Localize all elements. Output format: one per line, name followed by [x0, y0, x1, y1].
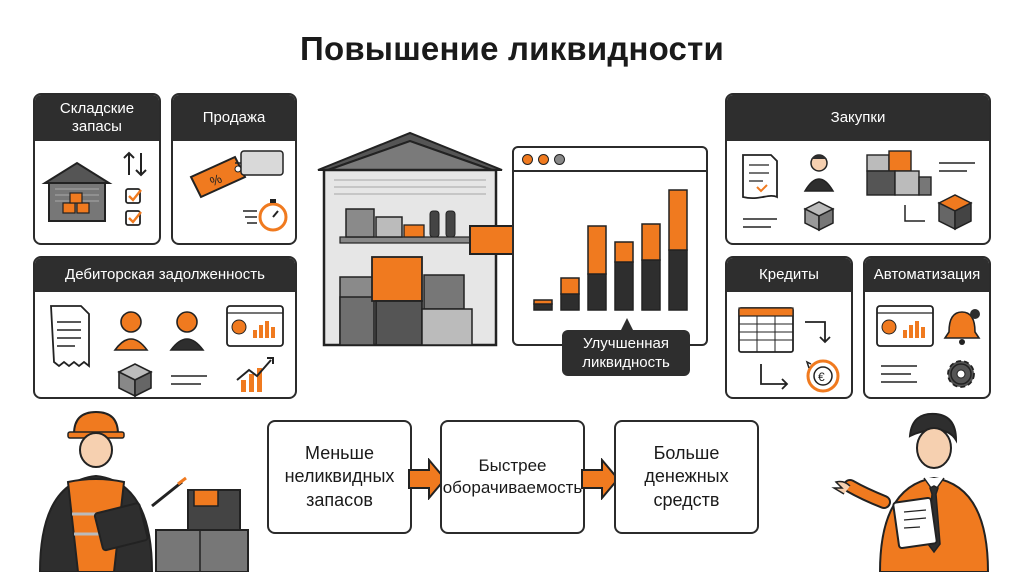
window-dot-icon — [522, 153, 533, 165]
businessman-figure — [831, 412, 990, 572]
chart-bar-top — [533, 299, 553, 305]
chart-bar-base — [560, 293, 580, 311]
boxes-icon — [155, 489, 249, 572]
improved-liquidity-callout: Улучшенная ликвидность — [562, 330, 690, 376]
card-receivables-header: Дебиторская задолженность — [35, 258, 295, 292]
card-sales: Продажа % — [171, 93, 297, 245]
receivables-illustration — [50, 305, 284, 397]
central-warehouse-illustration — [317, 131, 503, 347]
checkbox-icon — [125, 188, 142, 226]
flow-step-label: Меньше неликвидных запасов — [284, 442, 395, 510]
sales-illustration: % — [189, 150, 288, 232]
page-title: Повышение ликвидности — [300, 30, 724, 67]
box-icon — [937, 194, 973, 231]
flow-arrow-icon — [581, 458, 620, 500]
flow-step-less-illiquid-stock: Меньше неликвидных запасов — [267, 420, 412, 534]
card-credits: Кредиты € — [725, 256, 853, 399]
flow-step-label: Больше денежных средств — [644, 442, 729, 510]
warehouse-icon — [41, 161, 113, 222]
worker-figure — [38, 410, 187, 572]
flow-step-more-cash: Больше денежных средств — [614, 420, 759, 534]
card-purchases-header: Закупки — [727, 95, 989, 141]
price-tag-icon: % — [189, 150, 284, 199]
bell-icon — [943, 309, 981, 345]
chart-bar-top — [560, 277, 580, 295]
arrows-up-down-icon — [123, 151, 147, 177]
chart-bar-base — [533, 303, 553, 311]
chart-bar-top — [668, 189, 688, 251]
dashboard-icon — [226, 305, 284, 347]
chart-bar-top — [587, 225, 607, 275]
spreadsheet-icon — [738, 307, 794, 353]
card-credits-header: Кредиты — [727, 258, 851, 292]
credits-illustration: € — [738, 307, 840, 393]
card-receivables: Дебиторская задолженность — [33, 256, 297, 399]
gear-icon — [947, 360, 975, 388]
chart-window-titlebar — [514, 148, 706, 172]
dashboard-icon — [876, 305, 934, 347]
card-automation: Автоматизация — [863, 256, 991, 399]
growth-chart-icon — [236, 357, 274, 392]
card-warehouse-stock-label: Складские запасы — [59, 100, 135, 135]
improved-liquidity-label: Улучшенная ликвидность — [582, 334, 670, 372]
chart-bar-base — [614, 261, 634, 311]
purchases-illustration — [742, 150, 975, 232]
card-sales-header: Продажа — [173, 95, 295, 141]
automation-illustration — [876, 305, 981, 388]
euro-cycle-icon: € — [805, 359, 840, 393]
chart-window — [512, 146, 708, 346]
box-icon — [117, 363, 153, 397]
chart-bar-top — [641, 223, 661, 261]
boxes-icon — [866, 150, 932, 196]
card-purchases: Закупки — [725, 93, 991, 245]
warehouse-worker-illustration — [38, 410, 249, 572]
card-automation-label: Автоматизация — [873, 266, 981, 283]
chart-bar-base — [641, 259, 661, 311]
box-icon — [803, 201, 835, 232]
svg-text:€: € — [818, 370, 825, 384]
flow-arrow-icon — [408, 458, 447, 500]
card-warehouse-stock: Складские запасы — [33, 93, 161, 245]
card-credits-label: Кредиты — [759, 266, 819, 283]
businessman-illustration — [831, 412, 990, 572]
document-icon — [742, 154, 778, 200]
callout-pointer — [621, 318, 633, 330]
chart-bar-base — [668, 249, 688, 311]
window-dot-icon — [554, 153, 565, 165]
person-icon — [113, 311, 149, 351]
card-automation-header: Автоматизация — [865, 258, 989, 292]
stopwatch-icon — [243, 199, 288, 232]
card-warehouse-stock-header: Складские запасы — [35, 95, 159, 141]
person-icon — [169, 311, 205, 351]
flow-step-faster-turnover: Быстрее оборачиваемость — [440, 420, 585, 534]
chart-bar-top — [614, 241, 634, 263]
chart-bar-base — [587, 273, 607, 311]
flow-step-label: Быстрее оборачиваемость — [442, 455, 583, 497]
invoice-icon — [50, 305, 90, 368]
card-receivables-label: Дебиторская задолженность — [65, 266, 265, 283]
warehouse-stock-illustration — [41, 151, 147, 226]
card-sales-label: Продажа — [202, 109, 266, 126]
courier-icon — [803, 154, 835, 192]
card-purchases-label: Закупки — [830, 109, 886, 126]
window-dot-icon — [538, 153, 549, 165]
liquidity-bar-chart — [533, 189, 688, 311]
